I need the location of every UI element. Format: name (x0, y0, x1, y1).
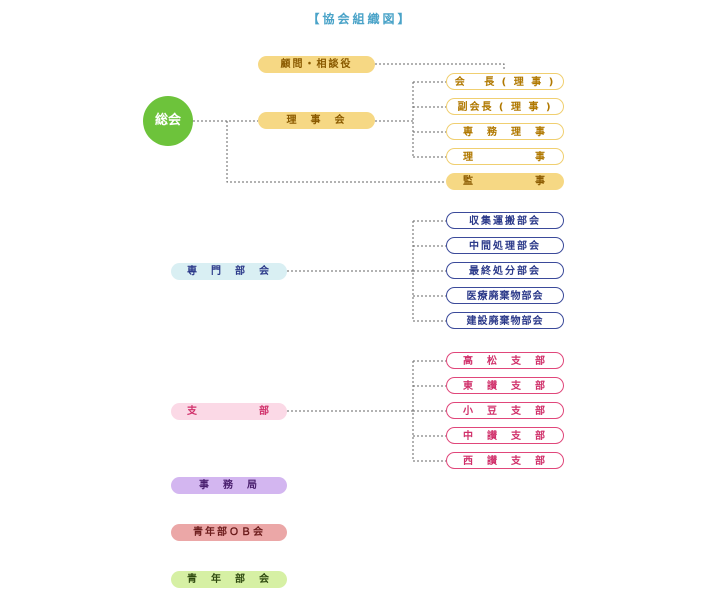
board-member-chairman: 会 長 ( 理 事 ) (446, 73, 564, 90)
advisors-node: 顧問・相談役 (258, 56, 375, 73)
chart-title: 【協会組織図】 (307, 12, 413, 26)
committees-node: 専 門 部 会 (171, 263, 287, 280)
branch-item: 東 讃 支 部 (446, 377, 564, 394)
board-member-executive-director: 専 務 理 事 (446, 123, 564, 140)
youth-node: 青 年 部 会 (171, 571, 287, 588)
branch-item: 高 松 支 部 (446, 352, 564, 369)
board-member-director: 理 事 (446, 148, 564, 165)
general-assembly-node: 総会 (143, 96, 193, 146)
committee-item: 建設廃棄物部会 (446, 312, 564, 329)
committee-item: 医療廃棄物部会 (446, 287, 564, 304)
committee-item: 中間処理部会 (446, 237, 564, 254)
branches-node: 支 部 (171, 403, 287, 420)
branch-item: 中 讃 支 部 (446, 427, 564, 444)
branch-item: 西 讃 支 部 (446, 452, 564, 469)
secretariat-node: 事 務 局 (171, 477, 287, 494)
board-node: 理 事 会 (258, 112, 375, 129)
committee-item: 収集運搬部会 (446, 212, 564, 229)
auditor-node: 監 事 (446, 173, 564, 190)
youth-ob-node: 青年部ＯＢ会 (171, 524, 287, 541)
board-member-vice-chairman: 副会長 ( 理 事 ) (446, 98, 564, 115)
branch-item: 小 豆 支 部 (446, 402, 564, 419)
committee-item: 最終処分部会 (446, 262, 564, 279)
